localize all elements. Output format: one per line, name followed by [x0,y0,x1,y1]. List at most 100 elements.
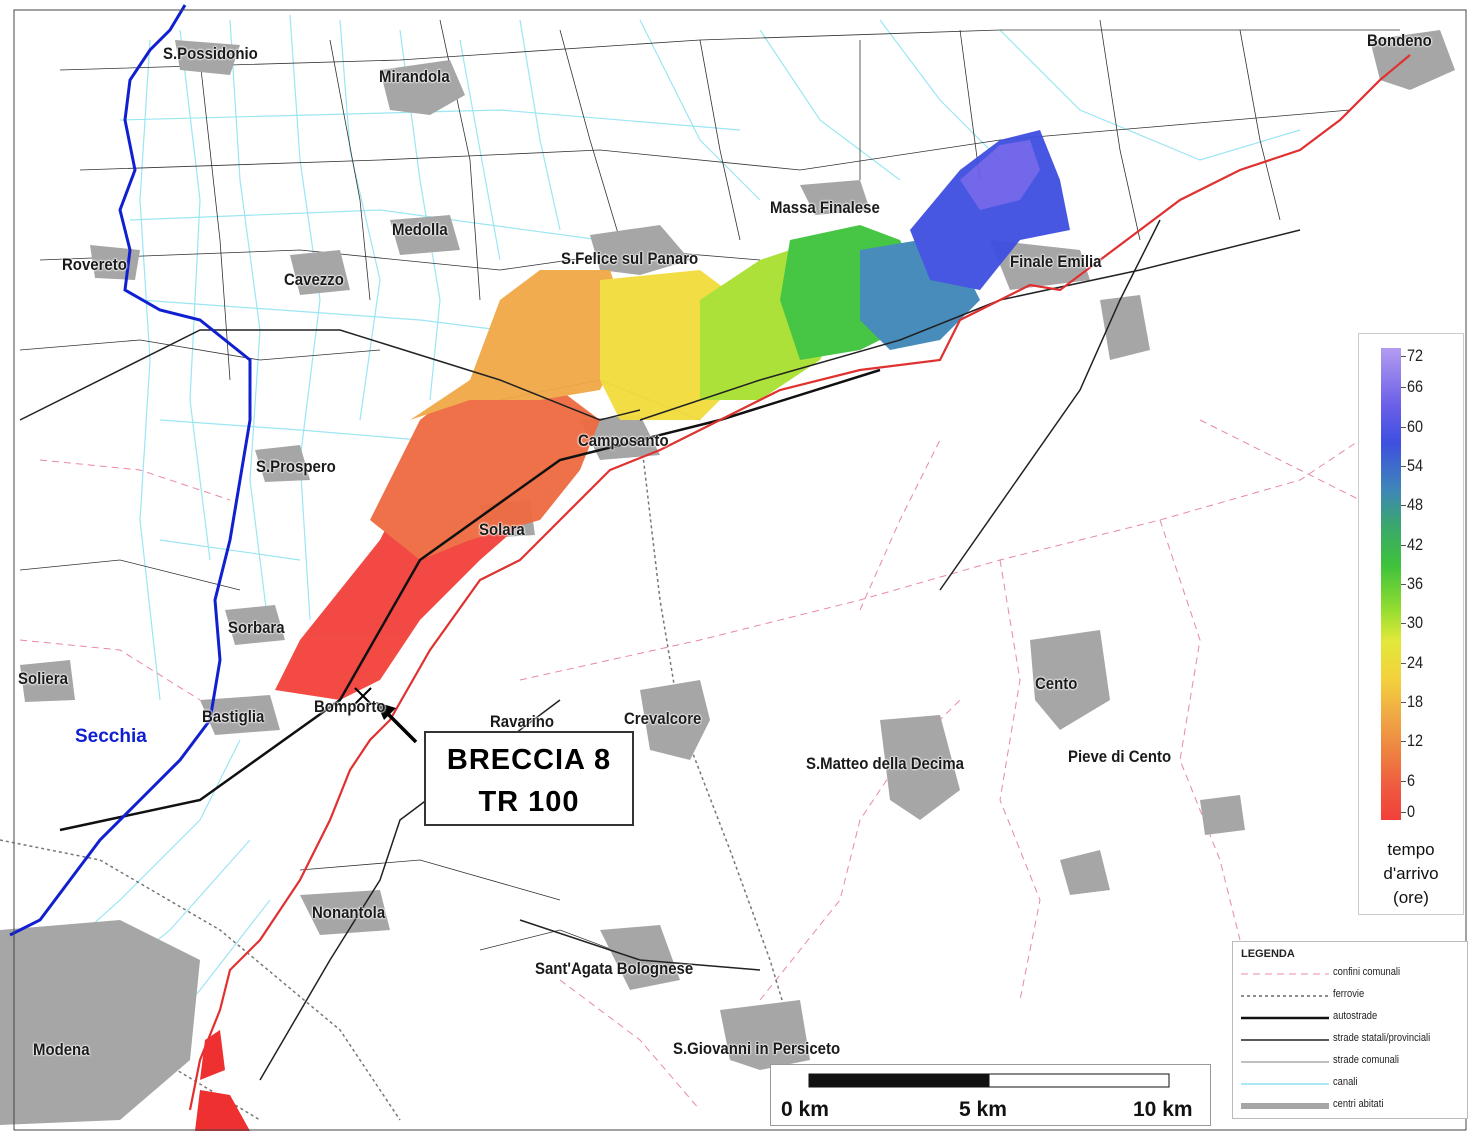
legend-item-motorways: autostrade [1233,1008,1468,1030]
colorbar-tick-mark [1401,544,1406,546]
town-label-s-matteo: S.Matteo della Decima [806,754,964,773]
municipal-boundaries [19,419,1361,1111]
legend-label: strade statali/provinciali [1333,1032,1431,1044]
local-roads [19,19,1400,961]
legend-label: ferrovie [1333,988,1365,1000]
legend-symbol-canal [1241,1083,1329,1085]
colorbar-tick-mark [1401,584,1406,585]
scale-bar: 0 km 5 km 10 km [770,1064,1211,1126]
town-label-solara: Solara [479,520,525,539]
legend-title: LEGENDA [1241,948,1295,960]
town-label-bomporto: Bomporto [314,697,386,716]
scale-bar-graphic [808,1073,1170,1088]
panaro-river [188,54,1411,1111]
legend-item-town-areas: centri abitati [1233,1096,1468,1118]
breach-arrow [376,702,418,744]
colorbar-tick-mark [1401,466,1406,467]
colorbar-tick-label: 30 [1407,613,1424,633]
town-label-sorbara: Sorbara [228,618,285,637]
town-label-mirandola: Mirandola [379,67,450,86]
breach-label-line2: TR 100 [478,786,580,818]
legend-item-state-roads: strade statali/provinciali [1233,1030,1468,1052]
colorbar-tick-label: 0 [1407,802,1416,821]
colorbar-tick-label: 48 [1407,495,1424,515]
legend-symbol-town-area [1241,1103,1329,1109]
town-label-modena: Modena [33,1040,90,1059]
colorbar-tick-mark [1401,812,1406,813]
town-label-ravarino: Ravarino [490,712,555,731]
colorbar-tick-label: 60 [1407,416,1424,436]
flood-extent [275,130,1070,700]
legend-item-railways: ferrovie [1233,986,1468,1008]
legend-symbol-motorway [1241,1016,1329,1020]
colorbar-title: tempo d'arrivo (ore) [1359,838,1463,910]
colorbar-tick-mark [1401,387,1406,389]
town-label-massa-finalese: Massa Finalese [770,198,880,217]
map-frame [13,9,1467,1131]
town-label-bastiglia: Bastiglia [202,707,265,726]
colorbar-tick-label: 24 [1407,652,1424,672]
river-label-secchia: Secchia [75,726,147,747]
colorbar-tick-label: 6 [1407,770,1416,790]
legend-symbol-boundary [1241,973,1329,975]
colorbar-ramp [1381,348,1401,820]
town-label-s-felice: S.Felice sul Panaro [561,249,699,268]
colorbar-tick-label: 12 [1407,731,1424,751]
breach-label-line1: BRECCIA 8 [446,744,612,776]
legend-item-municipal-boundaries: confini comunali [1233,964,1468,986]
town-label-s-giovanni: S.Giovanni in Persiceto [673,1039,841,1058]
canal-network [19,14,1301,1081]
colorbar-tick-label: 54 [1407,456,1424,475]
breach-label-box: BRECCIA 8 TR 100 [424,731,634,826]
town-areas [0,30,1455,1125]
scale-label-5: 5 km [959,1098,1007,1121]
colorbar-tick-label: 18 [1407,692,1424,711]
legend-label: strade comunali [1333,1054,1400,1066]
colorbar-title-line1: tempo [1387,840,1435,859]
secchia-river [9,4,252,937]
town-label-pieve-di-cento: Pieve di Cento [1068,747,1172,766]
town-label-nonantola: Nonantola [312,903,386,922]
legend-label: canali [1333,1076,1358,1088]
colorbar-title-line2: d'arrivo [1383,864,1439,883]
town-label-bondeno: Bondeno [1367,31,1432,50]
legend-label: autostrade [1333,1010,1378,1022]
colorbar-tick-label: 42 [1407,534,1424,554]
town-label-crevalcore: Crevalcore [624,709,702,728]
colorbar-tick-mark [1401,662,1406,664]
colorbar-tick-label: 72 [1407,346,1424,365]
colorbar-tick-mark [1401,702,1406,703]
legend-symbol-local-road [1241,1061,1329,1063]
legend-symbol-state-road [1241,1039,1329,1041]
town-label-rovereto: Rovereto [62,255,127,274]
colorbar-tick-mark [1401,623,1406,625]
legend-label: confini comunali [1333,966,1401,978]
colorbar-title-line3: (ore) [1393,888,1429,907]
town-label-sant-agata: Sant'Agata Bolognese [535,959,694,978]
town-label-cavezzo: Cavezzo [284,270,344,289]
scale-label-0: 0 km [781,1098,829,1121]
colorbar-tick-label: 66 [1407,377,1424,397]
town-label-medolla: Medolla [392,220,448,239]
town-label-s-prospero: S.Prospero [256,457,336,476]
map-legend: LEGENDA confini comunali ferrovie autost… [1232,941,1468,1119]
colorbar-tick-mark [1401,505,1406,507]
town-label-camposanto: Camposanto [578,431,669,450]
legend-label: centri abitati [1333,1098,1384,1110]
town-label-s-possidonio: S.Possidonio [163,44,258,63]
panaro-river-lower [195,1030,250,1131]
town-label-cento: Cento [1035,674,1078,693]
town-label-finale-emilia: Finale Emilia [1010,252,1102,271]
legend-item-local-roads: strade comunali [1233,1052,1468,1074]
colorbar-tick-label: 36 [1407,574,1424,593]
colorbar-tick-mark [1401,426,1406,428]
scale-label-10: 10 km [1133,1098,1193,1121]
breach-marker [354,687,372,705]
legend-item-canals: canali [1233,1074,1468,1096]
town-label-soliera: Soliera [18,669,68,688]
legend-symbol-railway [1241,995,1329,997]
colorbar-tick-mark [1401,356,1406,357]
